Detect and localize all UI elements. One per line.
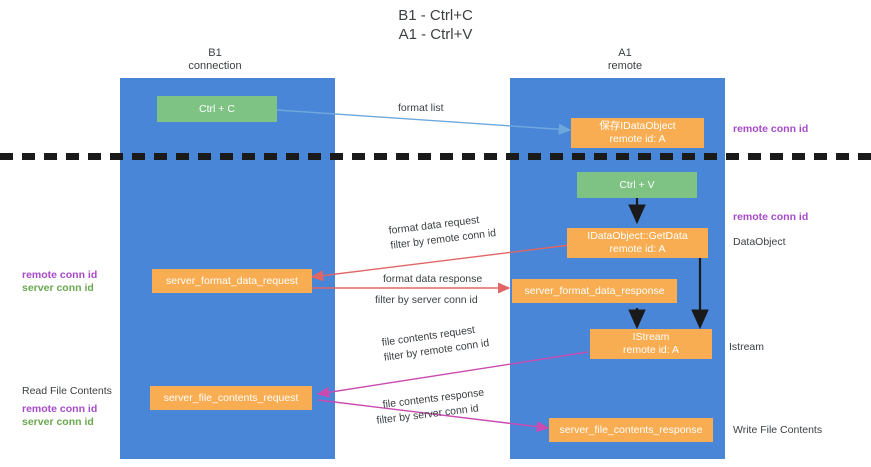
node-idataobject-getdata[interactable]: IDataObject::GetData remote id: A [567,228,708,258]
node-idataobject-sub: remote id: A [609,133,666,145]
column-header-b1-sub: connection [188,60,242,72]
node-ctrl-c-label: Ctrl + C [199,102,235,115]
diagram-title-line-2: A1 - Ctrl+V [398,26,473,43]
edge-label-format-data-response-group: format data response filter by server co… [375,273,483,307]
filter-prefix: filter by [383,346,422,364]
annotation-right-remote-conn-id-top: remote conn id [733,123,809,135]
node-istream[interactable]: IStream remote id: A [590,329,712,359]
filter-key-server-conn-id: server conn id [411,294,478,306]
node-ctrl-v-label: Ctrl + V [619,178,655,191]
filter-prefix: filter by [375,410,414,427]
column-header-a1: A1 remote [565,47,685,73]
edge-label-format-data-response: format data response [383,273,483,285]
annotation-left-server-conn-id-mid: server conn id [22,282,94,294]
annotation-right-dataobject: DataObject [733,236,786,248]
column-header-b1: B1 connection [155,47,275,73]
section-divider-dashed [0,153,871,160]
edge-label-format-data-response-filter: filter by server conn id [375,294,482,307]
annotation-left-read-file-contents: Read File Contents [22,385,112,397]
diagram-title: B1 - Ctrl+C A1 - Ctrl+V [0,6,871,44]
filter-prefix: filter by [375,294,412,306]
node-istream-title: IStream [632,331,670,343]
edge-label-format-data-request-group: format data request filter by remote con… [388,212,497,253]
node-server-file-contents-response[interactable]: server_file_contents_response [549,418,713,442]
node-server-format-data-request[interactable]: server_format_data_request [152,269,312,293]
column-header-a1-name: A1 [618,47,632,59]
edge-label-file-contents-response-group: file contents response filter by server … [376,387,487,427]
annotation-right-remote-conn-id-mid: remote conn id [733,211,809,223]
node-server-file-contents-response-label: server_file_contents_response [559,423,703,436]
node-istream-sub: remote id: A [622,344,680,356]
edge-label-format-list: format list [398,102,444,114]
node-idataobject-getdata-sub: remote id: A [609,243,666,255]
diagram-title-line-1: B1 - Ctrl+C [398,7,473,24]
annotation-right-write-file-contents: Write File Contents [733,424,823,436]
node-ctrl-c[interactable]: Ctrl + C [157,96,277,122]
node-server-format-data-request-label: server_format_data_request [166,274,298,287]
annotation-right-istream: Istream [729,341,765,353]
annotation-left-remote-conn-id-mid: remote conn id [22,269,98,281]
column-header-a1-sub: remote [607,60,643,72]
node-idataobject-title: 保存IDataObject [599,120,676,132]
node-ctrl-v[interactable]: Ctrl + V [577,172,697,198]
node-server-file-contents-request-label: server_file_contents_request [163,391,299,404]
annotation-left-server-conn-id-bottom: server conn id [22,416,94,428]
filter-prefix: filter by [389,235,428,252]
node-server-format-data-response[interactable]: server_format_data_response [512,279,677,303]
annotation-left-remote-conn-id-bottom: remote conn id [22,403,98,415]
node-idataobject[interactable]: 保存IDataObject remote id: A [571,118,704,148]
edge-label-file-contents-request-group: file contents request filter by remote c… [381,322,490,365]
node-server-format-data-response-label: server_format_data_response [524,284,665,297]
column-header-b1-name: B1 [208,47,222,59]
node-idataobject-getdata-title: IDataObject::GetData [587,230,688,242]
node-server-file-contents-request[interactable]: server_file_contents_request [150,386,312,410]
